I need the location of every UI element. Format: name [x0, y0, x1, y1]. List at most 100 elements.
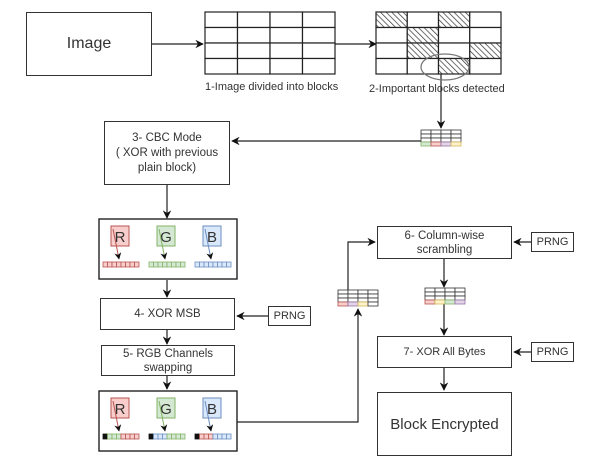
bit-cell	[116, 433, 122, 440]
channel-label-r: R	[115, 401, 126, 418]
block-cell	[357, 293, 369, 299]
grid-cell	[204, 26, 239, 44]
block-cell	[337, 289, 349, 295]
block-cell	[434, 295, 446, 301]
bit-cell	[153, 261, 159, 268]
block-cell	[444, 291, 456, 297]
block-cell	[337, 293, 349, 299]
color-strip-cell	[337, 301, 349, 307]
step3-line1: 3- CBC Mode	[132, 131, 202, 144]
block-cell	[454, 287, 466, 293]
bit-cell	[111, 261, 117, 268]
grid-cell	[406, 11, 440, 29]
step3-cbc-mode: 3- CBC Mode ( XOR with previous plain bl…	[104, 121, 230, 185]
bit-cell	[116, 261, 122, 268]
grid-cell	[301, 42, 336, 60]
bit-cell	[125, 433, 131, 440]
block-cell	[444, 287, 456, 293]
grid-cell	[269, 57, 304, 75]
block-cell	[357, 297, 369, 303]
hatched-block	[469, 42, 502, 60]
step4-label: 4- XOR MSB	[134, 308, 201, 320]
bit-cell	[102, 433, 108, 440]
block-cell	[424, 287, 436, 293]
step4-xor-msb: 4- XOR MSB	[100, 298, 235, 330]
bit-cell	[208, 261, 214, 268]
block-cell	[420, 137, 432, 143]
bit-cell	[129, 433, 135, 440]
grid-cell	[437, 26, 471, 44]
color-strip-cell	[454, 299, 466, 305]
block-cell	[367, 293, 379, 299]
block-cell	[424, 291, 436, 297]
hatched-block	[437, 57, 471, 75]
grid-cell	[204, 42, 239, 60]
arrow-block2-to-scramble	[347, 237, 376, 290]
bit-cell	[194, 261, 200, 268]
block-cell	[357, 289, 369, 295]
channel-label-b: B	[207, 229, 217, 246]
step2-label: 2-Important blocks detected	[369, 83, 505, 95]
bit-cell	[107, 261, 113, 268]
grid-cell	[375, 57, 408, 75]
prng-label: PRNG	[273, 310, 306, 322]
block-cell	[454, 295, 466, 301]
block-cell	[424, 295, 436, 301]
block-cell	[430, 133, 442, 139]
block-cell	[434, 291, 446, 297]
bit-cell	[107, 433, 113, 440]
bit-cell	[217, 433, 223, 440]
grid-cell	[236, 57, 271, 75]
bit-cell	[134, 433, 140, 440]
block-cell	[450, 137, 462, 143]
block-cell	[420, 129, 432, 135]
block-cell	[454, 291, 466, 297]
step6-line1: 6- Column-wise	[404, 229, 485, 242]
bit-cell	[212, 261, 218, 268]
bit-cell	[120, 433, 126, 440]
channel-label-g: G	[160, 401, 172, 418]
bit-cell	[180, 261, 186, 268]
bit-cell	[120, 261, 126, 268]
block-cell	[420, 133, 432, 139]
prng-box-3: PRNG	[531, 342, 574, 362]
prng-box-2: PRNG	[531, 232, 574, 252]
bit-cell	[194, 433, 200, 440]
block-cell	[450, 133, 462, 139]
color-strip-cell	[367, 301, 379, 307]
bit-cell	[153, 433, 159, 440]
image-node: Image	[26, 12, 152, 76]
grid-cell	[301, 57, 336, 75]
grid-image-blocks	[204, 11, 336, 75]
grid-cell	[236, 26, 271, 44]
bit-cell	[171, 261, 177, 268]
grid-cell	[236, 42, 271, 60]
bit-cell	[157, 261, 163, 268]
color-strip-cell	[434, 299, 446, 305]
bit-cell	[203, 261, 209, 268]
block-icon-swapped	[337, 289, 379, 307]
bit-cell	[212, 433, 218, 440]
bit-cell	[102, 261, 108, 268]
bit-cell	[180, 433, 186, 440]
bit-cell	[221, 433, 227, 440]
channel-label-b: B	[207, 401, 217, 418]
bit-cell	[175, 433, 181, 440]
prng-label: PRNG	[536, 236, 569, 248]
connectors	[152, 39, 531, 423]
hatched-block	[406, 42, 440, 60]
hatched-block	[437, 11, 471, 29]
image-label: Image	[66, 35, 112, 52]
block-cell	[444, 295, 456, 301]
block-cell	[347, 289, 359, 295]
bit-cell	[125, 261, 131, 268]
block-icon-scrambled	[424, 287, 466, 305]
grid-cell	[437, 42, 471, 60]
bit-cell	[208, 433, 214, 440]
channel-label-g: G	[160, 229, 172, 246]
block-cell	[337, 297, 349, 303]
grid-cell	[375, 42, 408, 60]
bit-cell	[171, 433, 177, 440]
